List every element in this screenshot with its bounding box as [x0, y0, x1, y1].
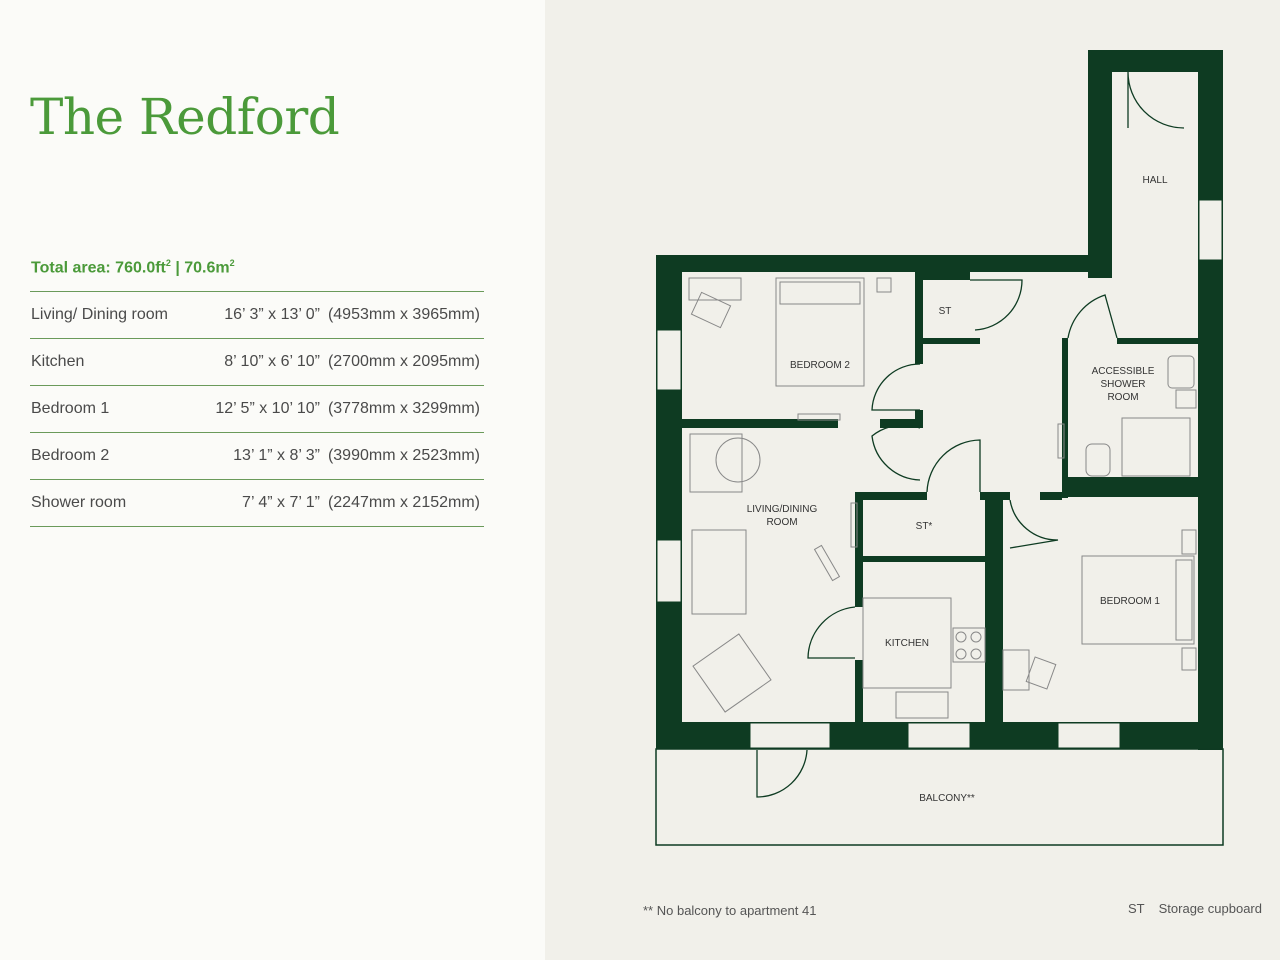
label-shower-3: ROOM: [1107, 392, 1138, 403]
label-storage-star: ST*: [916, 521, 933, 532]
wash-basin: [1167, 355, 1195, 389]
room-name: Bedroom 2: [31, 447, 110, 464]
room-name: Kitchen: [31, 353, 85, 370]
table-row: Kitchen 8’ 10” x 6’ 10” (2700mm x 2095mm…: [30, 339, 484, 386]
legend-meaning: Storage cupboard: [1158, 901, 1262, 916]
label-hall: HALL: [1142, 175, 1167, 186]
balcony-footnote: ** No balcony to apartment 41: [643, 903, 817, 918]
room-imperial: 8’ 10” x 6’ 10”: [224, 353, 320, 370]
label-shower-1: ACCESSIBLE: [1092, 366, 1155, 377]
room-imperial: 13’ 1” x 8’ 3”: [233, 447, 320, 464]
total-area-metric: | 70.6m: [170, 259, 230, 277]
details-panel: The Redford Total area: 760.0ft2 | 70.6m…: [0, 0, 545, 960]
table-row: Living/ Dining room 16’ 3” x 13’ 0” (495…: [30, 292, 484, 339]
label-bedroom-2: BEDROOM 2: [790, 360, 850, 371]
furniture: [688, 277, 1197, 719]
room-name: Shower room: [31, 494, 127, 511]
label-bedroom-1: BEDROOM 1: [1100, 596, 1160, 607]
doors: [756, 71, 1185, 798]
room-name: Bedroom 1: [31, 400, 110, 417]
interior-walls: [682, 272, 1198, 722]
room-dimensions-table: Living/ Dining room 16’ 3” x 13’ 0” (495…: [30, 291, 484, 527]
toilet: [1085, 443, 1111, 477]
label-living-1: LIVING/DINING: [747, 504, 818, 515]
legend: ST Storage cupboard: [1128, 901, 1262, 916]
hob: [952, 627, 986, 663]
legend-abbr: ST: [1128, 901, 1145, 916]
table-row: Bedroom 2 13’ 1” x 8’ 3” (3990mm x 2523m…: [30, 433, 484, 480]
room-metric: (3778mm x 3299mm): [327, 400, 480, 417]
table-row: Shower room 7’ 4” x 7’ 1” (2247mm x 2152…: [30, 480, 484, 527]
page-title: The Redford: [30, 88, 340, 146]
total-area: Total area: 760.0ft2 | 70.6m2: [31, 258, 235, 277]
balcony-outline: [655, 748, 1224, 846]
shower-tray: [1121, 417, 1191, 477]
room-imperial: 16’ 3” x 13’ 0”: [224, 306, 320, 323]
squared-mark: 2: [229, 258, 235, 268]
bed-2: [775, 277, 865, 387]
squared-mark: 2: [165, 258, 171, 268]
label-storage: ST: [939, 306, 952, 317]
room-metric: (3990mm x 2523mm): [327, 447, 480, 464]
total-area-imperial: Total area: 760.0ft: [31, 259, 166, 277]
table-row: Bedroom 1 12’ 5” x 10’ 10” (3778mm x 329…: [30, 386, 484, 433]
label-balcony: BALCONY**: [919, 793, 975, 804]
sofa: [691, 529, 747, 615]
room-name: Living/ Dining room: [31, 306, 168, 323]
bed-1: [1081, 555, 1195, 645]
label-shower-2: SHOWER: [1101, 379, 1146, 390]
label-kitchen: KITCHEN: [885, 638, 929, 649]
armchair: [692, 633, 772, 713]
room-metric: (2700mm x 2095mm): [327, 353, 480, 370]
room-imperial: 12’ 5” x 10’ 10”: [215, 400, 320, 417]
room-metric: (4953mm x 3965mm): [327, 306, 480, 323]
sink: [895, 691, 949, 719]
room-labels: HALL ST BEDROOM 2 ACCESSIBLE SHOWER ROOM…: [747, 175, 1168, 804]
label-living-2: ROOM: [766, 517, 797, 528]
kitchen-counter: [862, 597, 952, 689]
windows: [656, 199, 1223, 749]
room-metric: (2247mm x 2152mm): [327, 494, 480, 511]
room-imperial: 7’ 4” x 7’ 1”: [242, 494, 320, 511]
floor-plan: HALL ST BEDROOM 2 ACCESSIBLE SHOWER ROOM…: [655, 50, 1224, 846]
